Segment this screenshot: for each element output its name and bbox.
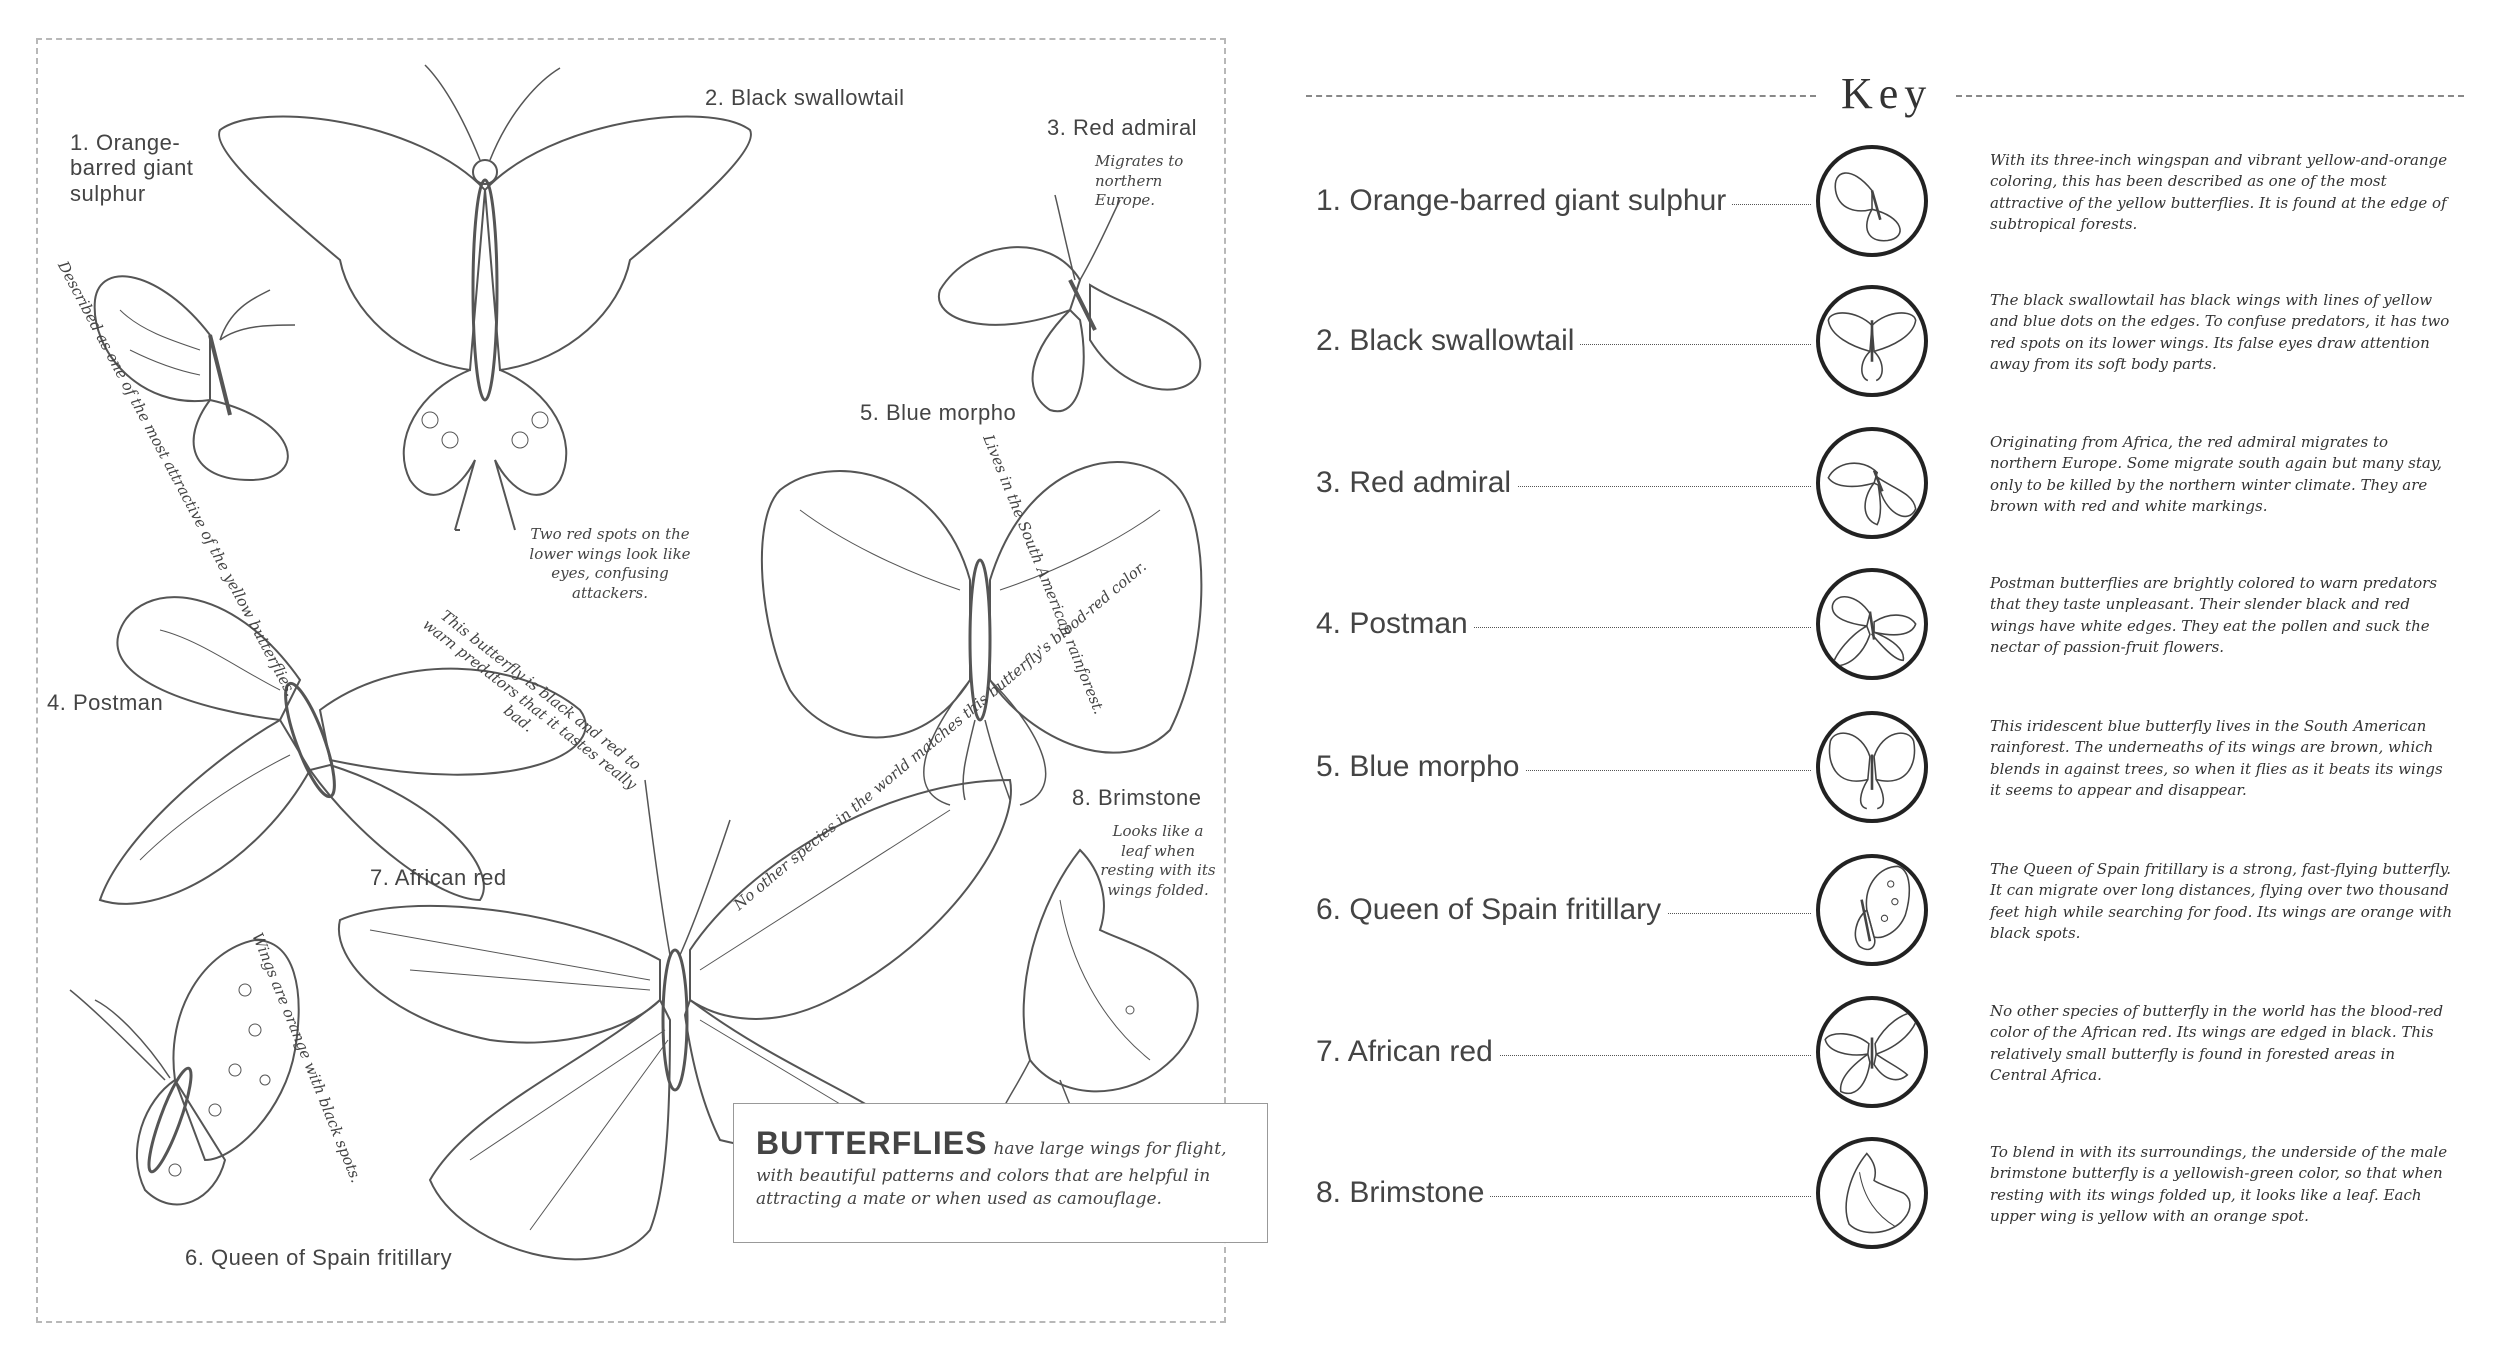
leader-line (1466, 1196, 1811, 1197)
label-morpho: 5. Blue morpho (860, 400, 1017, 425)
brimstone-thumbnail (1816, 1137, 1928, 1249)
postman-illustration (80, 540, 620, 930)
leader-line (1556, 344, 1811, 345)
key-item-name: 1. Orange-barred giant sulphur (1316, 184, 1733, 218)
key-item-desc: This iridescent blue butterfly lives in … (1990, 717, 2443, 799)
key-item-desc: Originating from Africa, the red admiral… (1990, 433, 2443, 515)
label-fritillary: 6. Queen of Spain fritillary (185, 1245, 453, 1270)
swallowtail-thumbnail (1816, 285, 1928, 397)
key-item-name: 5. Blue morpho (1316, 750, 1526, 784)
key-item-name: 8. Brimstone (1316, 1176, 1491, 1210)
key-item-8: 8. Brimstone To blend in with its surrou… (1316, 1134, 2456, 1254)
key-item-5: 5. Blue morpho This iridescent blue butt… (1316, 708, 2456, 828)
note-brimstone: Looks like a leaf when resting with its … (1100, 822, 1216, 899)
key-header: Key (1306, 68, 2464, 118)
key-item-4: 4. Postman Postman butterflies are brigh… (1316, 565, 2456, 685)
label-african-red: 7. African red (370, 865, 507, 890)
african-red-thumbnail (1816, 996, 1928, 1108)
coloring-page (36, 38, 1226, 1323)
note-swallowtail: Two red spots on the lower wings look li… (529, 525, 691, 602)
key-item-desc: To blend in with its surroundings, the u… (1990, 1143, 2448, 1225)
key-item-7: 7. African red No other species of butte… (1316, 993, 2456, 1113)
key-item-name: 7. African red (1316, 1035, 1499, 1069)
divider (1306, 95, 1816, 97)
sulphur-thumbnail (1816, 145, 1928, 257)
label-brimstone: 8. Brimstone (1072, 785, 1202, 810)
leader-line (1476, 770, 1811, 771)
swallowtail-illustration (200, 60, 770, 560)
leader-line (1446, 627, 1811, 628)
leader-line (1471, 1055, 1811, 1056)
morpho-thumbnail (1816, 711, 1928, 823)
postman-thumbnail (1816, 568, 1928, 680)
key-item-1: 1. Orange-barred giant sulphur With its … (1316, 142, 2456, 262)
key-item-name: 2. Black swallowtail (1316, 324, 1581, 358)
key-item-2: 2. Black swallowtail The black swallowta… (1316, 282, 2456, 402)
label-sulphur: 1. Orange-barred giant sulphur (70, 130, 194, 206)
note-admiral: Migrates to northern Europe. (1095, 152, 1184, 209)
fritillary-illustration (55, 930, 335, 1240)
brimstone-illustration (1000, 840, 1210, 1110)
leader-line (1481, 486, 1811, 487)
key-item-desc: With its three-inch wingspan and vibrant… (1990, 151, 2448, 233)
key-item-desc: The Queen of Spain fritillary is a stron… (1990, 860, 2453, 942)
key-item-desc: Postman butterflies are brightly colored… (1990, 574, 2438, 656)
sulphur-illustration (80, 240, 340, 490)
key-item-desc: The black swallowtail has black wings wi… (1990, 291, 2450, 373)
key-item-6: 6. Queen of Spain fritillary The Queen o… (1316, 851, 2456, 971)
key-item-name: 3. Red admiral (1316, 466, 1518, 500)
red-admiral-illustration (930, 190, 1210, 420)
admiral-thumbnail (1816, 427, 1928, 539)
key-item-desc: No other species of butterfly in the wor… (1990, 1002, 2444, 1084)
key-item-name: 4. Postman (1316, 607, 1474, 641)
intro-title: BUTTERFLIES (756, 1125, 988, 1161)
divider (1956, 95, 2464, 97)
fritillary-thumbnail (1816, 854, 1928, 966)
leader-line (1611, 913, 1811, 914)
blue-morpho-illustration (740, 430, 1220, 810)
key-title: Key (1841, 69, 1933, 118)
key-item-name: 6. Queen of Spain fritillary (1316, 893, 1668, 927)
label-swallowtail: 2. Black swallowtail (705, 85, 905, 110)
intro-text: have large wings for flight, with beauti… (756, 1139, 1227, 1210)
label-admiral: 3. Red admiral (1047, 115, 1198, 140)
label-postman: 4. Postman (47, 690, 164, 715)
key-item-3: 3. Red admiral Originating from Africa, … (1316, 424, 2456, 544)
